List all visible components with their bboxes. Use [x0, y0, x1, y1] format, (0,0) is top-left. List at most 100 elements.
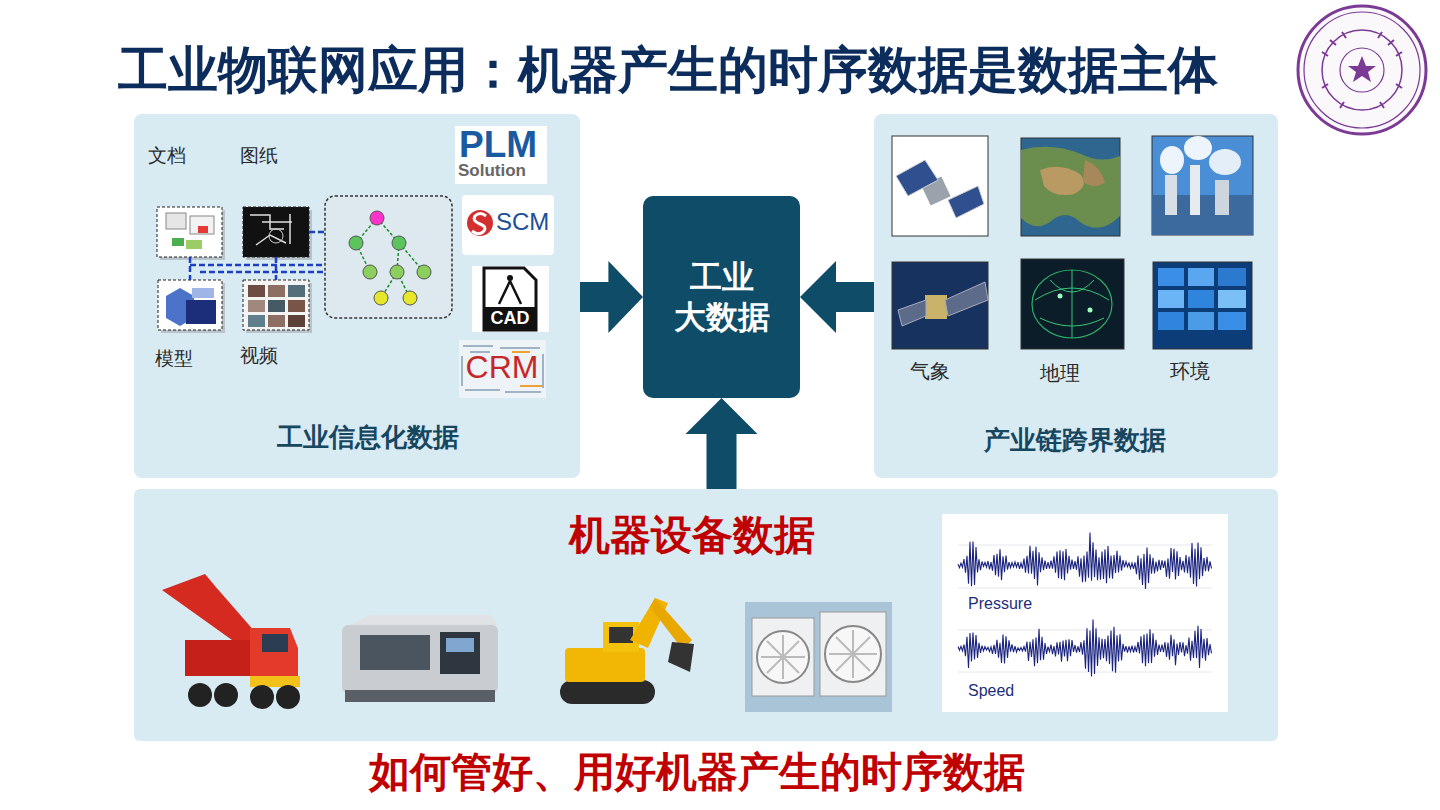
- context-pictures: [1035, 270, 1109, 338]
- context-pictures: [1032, 270, 1112, 338]
- tile-label-holder: 视频: [240, 344, 278, 367]
- context-pictures: [1152, 136, 1253, 235]
- machine-pictures: [761, 635, 805, 679]
- machine-panel-text-holder: 机器设备数据: [569, 511, 815, 560]
- machine-pictures: [162, 574, 262, 650]
- context-pictures: [1218, 312, 1246, 330]
- machine-panel-text: 机器设备数据: [569, 511, 815, 560]
- machine-pictures: [565, 648, 645, 682]
- tile-label: 文档: [148, 144, 186, 167]
- signal-name: Pressure: [968, 594, 1032, 613]
- data-panel-text-holder: 产业链跨界数据: [984, 425, 1166, 456]
- software-logos: [484, 307, 536, 330]
- context-pictures: [1209, 149, 1241, 175]
- info-tiles: [288, 315, 305, 327]
- logo-text: CRM: [466, 350, 539, 385]
- slide-caption-holder: 如何管好、用好机器产生的时序数据: [369, 748, 1025, 797]
- university-seal: [1298, 6, 1426, 134]
- logo-text-holder: Solution: [458, 162, 526, 181]
- signal-plot: [958, 533, 1212, 589]
- machine-pictures: [745, 602, 892, 712]
- machine-pictures: [360, 635, 430, 670]
- structure-tree: [356, 218, 424, 298]
- hub-box-text-holder: 工业 大数据: [672, 257, 772, 337]
- panel-ground: [134, 114, 580, 478]
- flow-arrow: [800, 261, 874, 333]
- info-tiles: [166, 213, 186, 229]
- context-pictures: [1218, 290, 1246, 308]
- signal-name-holder: Pressure: [968, 594, 1032, 613]
- software-logos: [462, 195, 554, 255]
- context-pictures: [1184, 136, 1212, 160]
- hub-box: 工业 大数据: [643, 196, 800, 398]
- university-seal: [1322, 30, 1402, 110]
- machine-pictures: [162, 574, 892, 712]
- context-pictures: [892, 262, 988, 349]
- context-pictures: [1158, 290, 1184, 308]
- software-logos: [455, 126, 554, 398]
- signal-plot: [942, 514, 1228, 712]
- software-logos: [455, 126, 547, 184]
- info-tiles: [157, 207, 312, 333]
- context-pictures: [1158, 268, 1184, 286]
- machine-pictures: [262, 634, 288, 652]
- signal-plot: [942, 514, 1228, 712]
- info-tiles: [248, 300, 265, 312]
- context-pictures: [1058, 294, 1063, 299]
- logo-text: PLM: [459, 126, 537, 165]
- data-panel-text: 工业信息化数据: [277, 422, 459, 453]
- panel-ground: [874, 114, 1278, 478]
- machine-pictures: [668, 642, 694, 672]
- panel-ground: [134, 114, 1278, 741]
- machine-pictures: [350, 615, 498, 625]
- info-tiles: [268, 315, 285, 327]
- context-pictures: [1215, 180, 1229, 215]
- info-tiles: [157, 207, 222, 257]
- machine-pictures: [342, 625, 498, 693]
- info-tiles: [268, 300, 285, 312]
- picture-label-holder: 环境: [1170, 359, 1210, 383]
- machine-pictures: [757, 631, 809, 683]
- context-pictures: [896, 160, 938, 196]
- context-pictures: [898, 300, 926, 326]
- machine-pictures: [214, 683, 238, 707]
- info-tiles: [186, 300, 216, 324]
- picture-label: 环境: [1170, 359, 1210, 383]
- data-panel: 产业链跨界数据: [874, 114, 1278, 478]
- context-pictures: [1218, 268, 1246, 286]
- structure-tree: [392, 236, 406, 250]
- slide-title-holder: 工业物联网应用：机器产生的时序数据是数据主体: [118, 40, 1218, 100]
- structure-tree: [325, 196, 452, 318]
- info-tiles: [192, 288, 214, 298]
- picture-label: 气象: [910, 359, 950, 383]
- university-seal: [1322, 84, 1402, 108]
- tile-label: 视频: [240, 344, 278, 367]
- info-tiles: [246, 283, 312, 333]
- picture-label: 地理: [1040, 361, 1080, 385]
- university-seal: [1322, 32, 1402, 56]
- tile-label: 图纸: [240, 144, 278, 167]
- info-tiles: [269, 229, 283, 243]
- logo-text: SCM: [496, 209, 549, 235]
- software-logos: [472, 266, 549, 332]
- tile-label-holder: 文档: [148, 144, 186, 167]
- context-pictures: [1153, 262, 1252, 349]
- context-pictures: [892, 136, 988, 236]
- software-logos: [484, 268, 536, 330]
- context-pictures: [1083, 160, 1105, 186]
- structure-tree: [417, 265, 431, 279]
- software-logos: [462, 346, 543, 392]
- machine-pictures: [250, 676, 300, 687]
- context-pictures: [892, 136, 1253, 349]
- machine-pictures: [825, 626, 881, 682]
- logo-text-holder: PLM: [459, 126, 537, 165]
- software-logos: [472, 214, 486, 234]
- software-logos: [459, 340, 546, 398]
- machine-pictures: [650, 598, 692, 650]
- info-tiles: [186, 240, 202, 249]
- university-seal: [1340, 48, 1384, 92]
- machine-pictures: [185, 640, 255, 676]
